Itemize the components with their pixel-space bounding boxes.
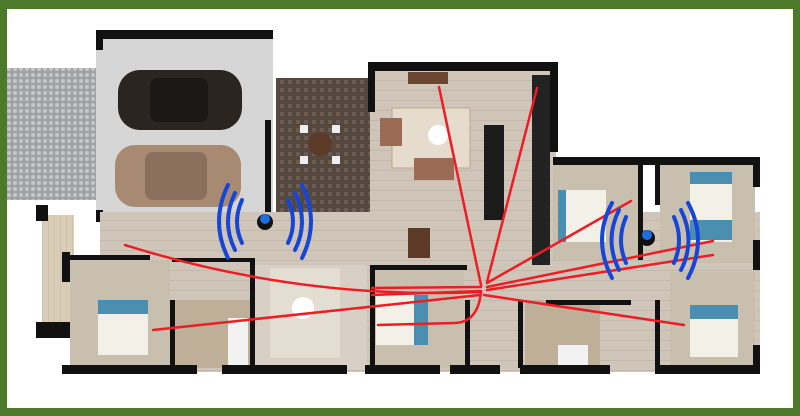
bedroom-right-small [553,165,638,260]
patio-table [300,125,340,164]
signal-path [485,239,715,289]
bathroom-left [175,300,250,368]
wifi-router-right [600,201,700,280]
signal-path [485,86,539,284]
kitchen-living [368,62,558,269]
car-bronze [115,145,241,207]
signal-path [370,285,483,290]
signal-path [376,290,483,327]
wifi-wave-icon [600,201,700,280]
car-dark [118,70,242,130]
signal-path [123,243,483,295]
driveway [7,68,97,200]
bedroom-center [372,270,464,368]
signal-path [482,293,686,327]
signal-path [151,293,482,332]
signal-path [437,85,483,287]
walls [36,157,760,374]
wifi-router-left [217,183,313,260]
bedroom-right-bottom [670,272,755,368]
bedroom-left [70,260,170,368]
garage [96,30,273,222]
wifi-wave-icon [217,183,313,260]
